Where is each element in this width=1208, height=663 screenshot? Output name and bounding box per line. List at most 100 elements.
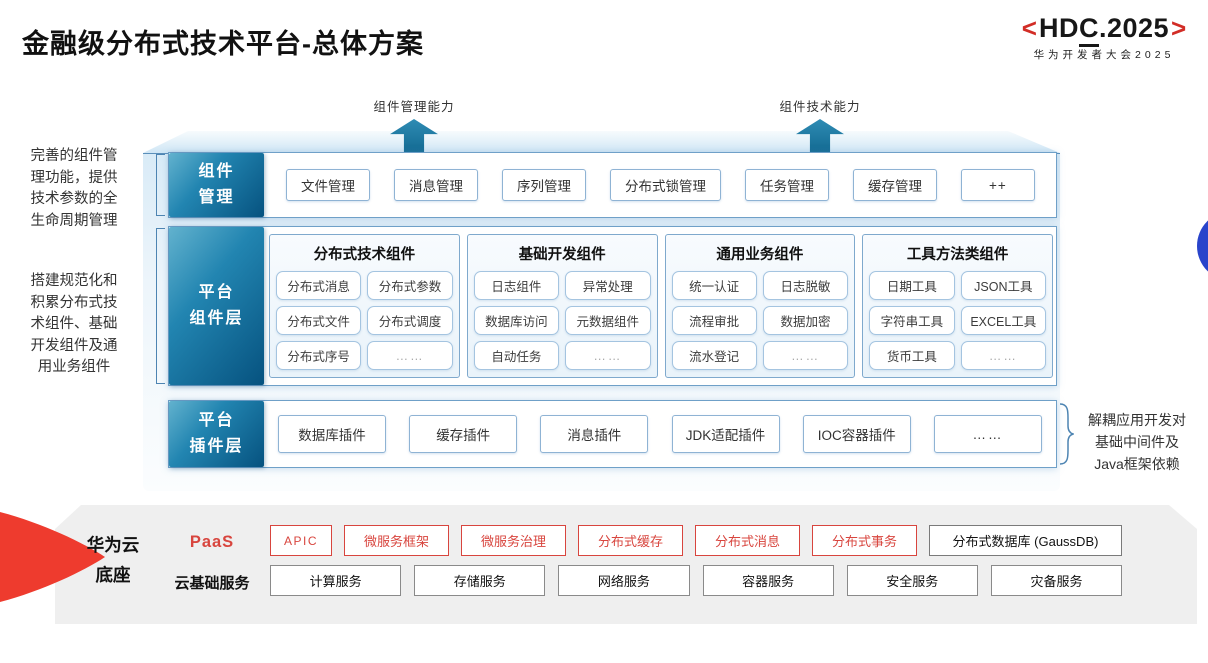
component-box-ellipsis: …… <box>960 341 1046 370</box>
paas-service-box: 分布式缓存 <box>578 525 683 556</box>
group-tool-methods: 工具方法类组件 日期工具 JSON工具 字符串工具 EXCEL工具 货币工具 …… <box>862 234 1053 378</box>
layer-platform-plugins: 平台 插件层 数据库插件 缓存插件 消息插件 JDK适配插件 IOC容器插件 …… <box>168 400 1057 468</box>
component-box-ellipsis: …… <box>367 341 453 370</box>
management-items: 文件管理 消息管理 序列管理 分布式锁管理 任务管理 缓存管理 ++ <box>264 153 1056 217</box>
red-wedge-icon <box>0 512 105 602</box>
paas-service-box: APIC <box>270 525 332 556</box>
note-decoupling: 解耦应用开发对 基础中间件及 Java框架依赖 <box>1066 409 1208 475</box>
component-box: 日志组件 <box>473 271 560 300</box>
group-grid: 统一认证 日志脱敏 流程审批 数据加密 流水登记 …… <box>671 271 849 370</box>
note-line: 基础中间件及 <box>1095 434 1179 450</box>
group-common-business: 通用业务组件 统一认证 日志脱敏 流程审批 数据加密 流水登记 …… <box>664 234 856 378</box>
layer-label-line: 平台 <box>198 412 235 430</box>
group-grid: 分布式消息 分布式参数 分布式文件 分布式调度 分布式序号 …… <box>276 271 453 370</box>
left-bracket-icon <box>156 154 165 216</box>
note-management: 完善的组件管 理功能，提供 技术参数的全 生命周期管理 <box>2 146 146 232</box>
layer-component-management: 组件 管理 文件管理 消息管理 序列管理 分布式锁管理 任务管理 缓存管理 ++ <box>168 152 1057 218</box>
component-box: 分布式消息 <box>276 271 362 300</box>
plugin-box: IOC容器插件 <box>802 415 911 453</box>
component-box: 数据加密 <box>762 306 849 335</box>
layer-label-platform-components: 平台 组件层 <box>169 227 264 385</box>
paas-service-box: 微服务框架 <box>344 525 449 556</box>
note-line: 用业务组件 <box>37 359 111 375</box>
component-groups: 分布式技术组件 分布式消息 分布式参数 分布式文件 分布式调度 分布式序号 ……… <box>269 234 1053 378</box>
layer-label-line: 组件层 <box>189 310 244 327</box>
up-arrow-icon <box>796 119 844 155</box>
platform-backdrop-lid <box>143 131 1060 153</box>
hdc-logo-wordmark: < HDC.2025 > <box>1004 13 1204 47</box>
component-box: 日志脱敏 <box>762 271 849 300</box>
note-line: 开发组件及通 <box>30 337 118 354</box>
component-box: 分布式文件 <box>276 306 362 335</box>
component-box: 缓存管理 <box>853 169 937 201</box>
paas-service-box: 微服务治理 <box>461 525 566 556</box>
right-brace-icon <box>1059 403 1074 465</box>
group-title: 通用业务组件 <box>716 247 804 263</box>
group-grid: 日志组件 异常处理 数据库访问 元数据组件 自动任务 …… <box>473 271 651 370</box>
component-box-ellipsis: …… <box>762 341 849 370</box>
paas-service-box: 分布式事务 <box>812 525 917 556</box>
note-line: Java框架依赖 <box>1094 456 1180 472</box>
logo-left-angle-icon: < <box>1021 13 1037 43</box>
component-box: JSON工具 <box>960 271 1046 300</box>
plugin-box: 消息插件 <box>540 415 649 453</box>
paas-services: APIC 微服务框架 微服务治理 分布式缓存 分布式消息 分布式事务 分布式数据… <box>270 525 1122 556</box>
group-title: 基础开发组件 <box>518 247 606 263</box>
cloud-services-label: 云基础服务 <box>174 575 250 592</box>
layer-label-line: 插件层 <box>189 438 244 455</box>
cloud-service-box: 网络服务 <box>558 565 690 596</box>
paas-service-box: 分布式消息 <box>695 525 800 556</box>
layer-label-line: 组件 <box>198 163 235 181</box>
layer-label-line: 管理 <box>198 189 235 206</box>
blue-circle-decoration <box>1197 211 1208 281</box>
group-title: 分布式技术组件 <box>313 247 416 263</box>
component-box: 字符串工具 <box>869 306 955 335</box>
huawei-cloud-foundation-panel <box>55 505 1197 624</box>
note-line: 术组件、基础 <box>30 316 118 332</box>
note-components: 搭建规范化和 积累分布式技 术组件、基础 开发组件及通 用业务组件 <box>2 271 146 379</box>
component-box: 数据库访问 <box>473 306 560 335</box>
note-line: 完善的组件管 <box>30 148 118 164</box>
capability-tech: 组件技术能力 <box>755 96 885 155</box>
component-box: 消息管理 <box>394 169 478 201</box>
logo-text-pre: HD <box>1038 13 1079 43</box>
plugin-box: 数据库插件 <box>278 415 386 453</box>
plugin-items: 数据库插件 缓存插件 消息插件 JDK适配插件 IOC容器插件 …… <box>264 401 1056 467</box>
cloud-service-box: 灾备服务 <box>990 565 1123 596</box>
foundation-label-line: 华为云 <box>86 535 140 555</box>
component-box: 分布式序号 <box>276 341 362 370</box>
group-grid: 日期工具 JSON工具 字符串工具 EXCEL工具 货币工具 …… <box>869 271 1046 370</box>
cloud-service-box: 存储服务 <box>414 565 546 596</box>
group-title: 工具方法类组件 <box>906 247 1009 263</box>
note-line: 技术参数的全 <box>30 191 118 207</box>
plugin-box: JDK适配插件 <box>671 415 780 453</box>
left-bracket-icon <box>156 228 165 384</box>
gaussdb-box: 分布式数据库 (GaussDB) <box>929 525 1122 556</box>
logo-right-angle-icon: > <box>1171 13 1187 43</box>
plugin-box-ellipsis: …… <box>933 415 1042 453</box>
hdc-logo: < HDC.2025 > 华为开发者大会2025 <box>1004 13 1204 62</box>
note-line: 搭建规范化和 <box>30 273 118 289</box>
component-box: 分布式调度 <box>367 306 453 335</box>
component-box-ellipsis: …… <box>565 341 651 370</box>
page-title: 金融级分布式技术平台-总体方案 <box>22 29 424 59</box>
paas-label: PaaS <box>189 533 235 551</box>
cloud-service-box: 容器服务 <box>702 565 834 596</box>
note-line: 生命周期管理 <box>30 212 118 229</box>
layer-label-line: 平台 <box>198 284 235 302</box>
capability-management: 组件管理能力 <box>349 96 479 155</box>
cloud-service-box: 计算服务 <box>270 565 402 596</box>
component-box: 任务管理 <box>745 169 829 201</box>
group-basic-dev: 基础开发组件 日志组件 异常处理 数据库访问 元数据组件 自动任务 …… <box>466 234 658 378</box>
cloud-service-box: 安全服务 <box>846 565 978 596</box>
plugin-box: 缓存插件 <box>409 415 518 453</box>
note-line: 理功能，提供 <box>30 169 118 186</box>
logo-text-post: .2025 <box>1098 13 1170 43</box>
note-line: 解耦应用开发对 <box>1088 412 1186 428</box>
capability-management-label: 组件管理能力 <box>373 100 455 114</box>
component-box: EXCEL工具 <box>960 306 1046 335</box>
logo-text: HDC.2025 <box>1038 13 1170 47</box>
component-box-more: ++ <box>961 169 1035 201</box>
component-box: 异常处理 <box>565 271 651 300</box>
layer-platform-components: 平台 组件层 分布式技术组件 分布式消息 分布式参数 分布式文件 分布式调度 分… <box>168 226 1057 386</box>
